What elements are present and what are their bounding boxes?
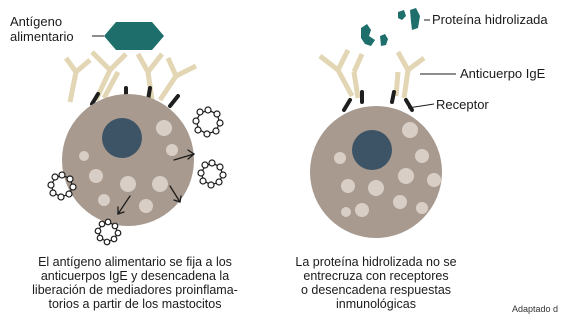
receptor-label: Receptor bbox=[436, 97, 489, 112]
hydrolyzed-protein-fragments bbox=[361, 8, 420, 46]
granules-right bbox=[334, 122, 441, 217]
hydrolyzed-protein-label: Proteína hidrolizada bbox=[432, 12, 548, 27]
ige-antibodies-left bbox=[63, 50, 198, 103]
mast-cell-right bbox=[310, 106, 442, 238]
left-caption: El antígeno alimentario se fija a los an… bbox=[8, 255, 262, 311]
antigen-label: Antígeno alimentario bbox=[10, 14, 74, 44]
ige-antibodies-right bbox=[318, 48, 426, 99]
antigen-label-line-1: Antígeno bbox=[10, 14, 63, 29]
source-credit: Adaptado d bbox=[512, 304, 559, 314]
nucleus-left bbox=[102, 118, 142, 158]
left-caption-line-1: El antígeno alimentario se fija a los bbox=[38, 255, 232, 269]
left-caption-line-2: anticuerpos IgE y desencadena la bbox=[40, 269, 230, 283]
ige-antibody-label: Anticuerpo IgE bbox=[460, 66, 546, 81]
right-panel bbox=[310, 8, 456, 238]
receptors-right bbox=[342, 90, 414, 112]
right-caption-line-2: entrecruza con receptores bbox=[303, 269, 449, 283]
release-arrows bbox=[117, 149, 196, 215]
left-panel bbox=[47, 22, 227, 246]
left-caption-line-3: liberación de mediadores proinflama- bbox=[32, 283, 238, 297]
nucleus-right bbox=[352, 130, 392, 170]
granules-left bbox=[79, 120, 178, 213]
mediator-particles bbox=[47, 106, 227, 246]
right-caption-line-4: inmunológicas bbox=[336, 297, 416, 311]
antigen-label-line-2: alimentario bbox=[10, 29, 74, 44]
left-caption-line-4: torios a partir de los mastocitos bbox=[48, 297, 222, 311]
right-caption: La proteína hidrolizada no se entrecruza… bbox=[276, 255, 476, 311]
right-caption-line-1: La proteína hidrolizada no se bbox=[295, 255, 457, 269]
food-antigen-shape bbox=[104, 22, 164, 50]
right-caption-line-3: o desencadena respuestas bbox=[300, 283, 452, 297]
